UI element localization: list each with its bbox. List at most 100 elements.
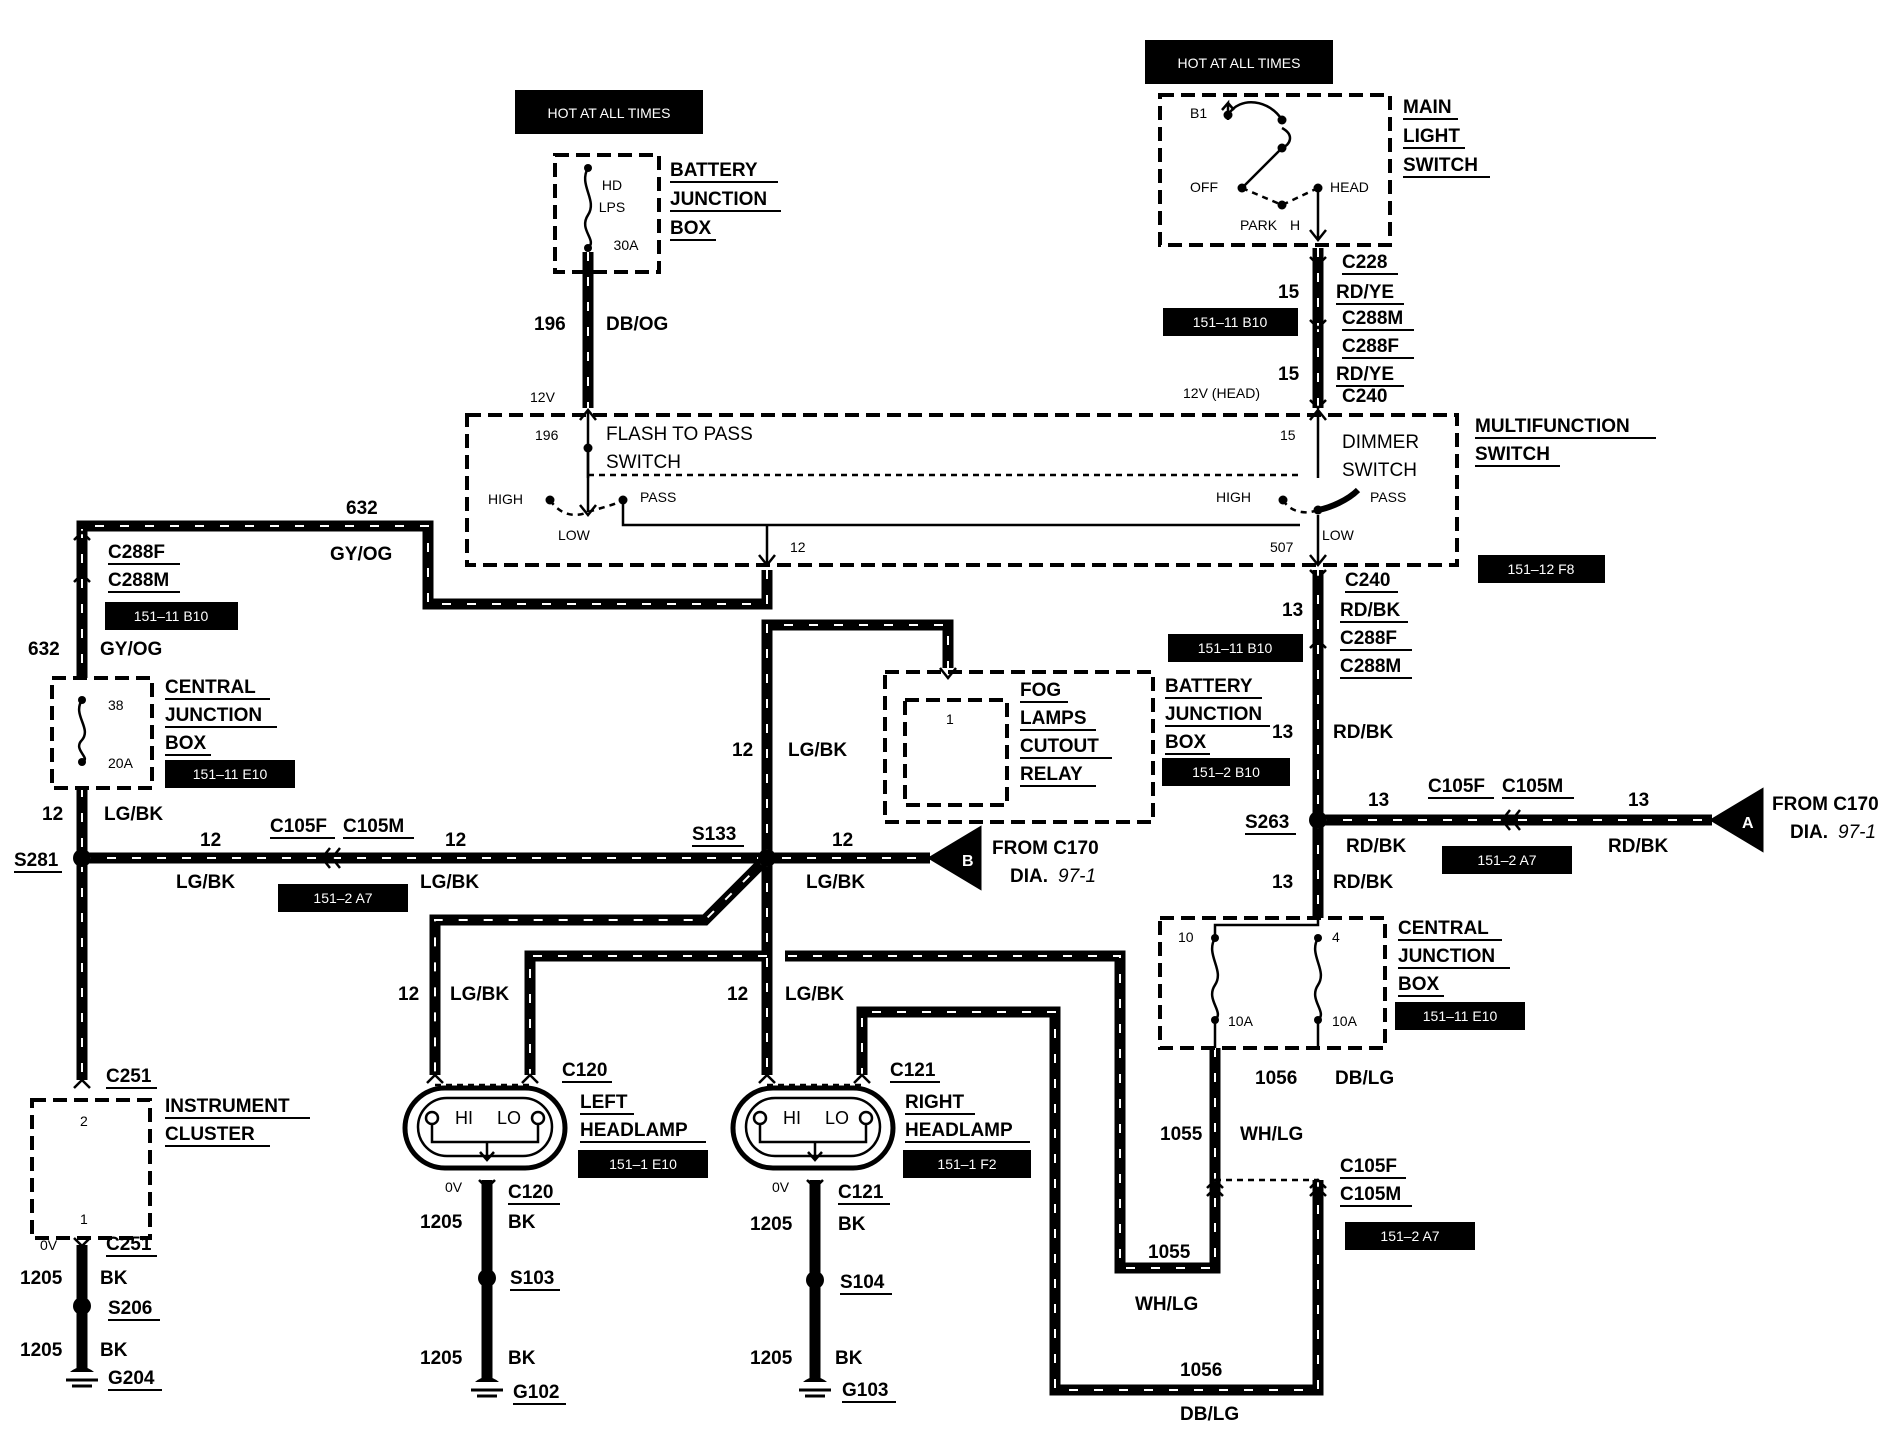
flash-to-pass-switch: 196 FLASH TO PASS SWITCH HIGH PASS LOW 1… [488,407,1300,568]
color-rd-bk-c: RD/BK [1346,836,1406,857]
wire-12-left-hl [429,854,771,1075]
fuse-20a: 38 20A [77,696,134,771]
label-line: BOX [670,218,712,239]
color-bk-c: BK [508,1212,536,1233]
wire-stripes [81,248,1712,1391]
offpage-a-line2: DIA. [1790,822,1828,843]
offpage-a-num: 97-1 [1838,822,1876,843]
color-gy-og-left: GY/OG [100,639,162,660]
splice-s104-dot [806,1271,824,1289]
color-db-lg-b: DB/LG [1180,1404,1239,1425]
circuit-632-top: 632 [346,498,378,519]
hot-label-right-text: HOT AT ALL TIMES [1178,55,1301,71]
color-db-lg-a: DB/LG [1335,1068,1394,1089]
circuit-1205-d: 1205 [420,1348,463,1369]
ref-cjb-right-text: 151–11 E10 [1423,1008,1498,1024]
cjb-left-pin: 38 [108,697,124,713]
color-bk-e: BK [838,1214,866,1235]
circuit-1055-a: 1055 [1160,1124,1203,1145]
dimmer-title-1: DIMMER [1342,432,1419,453]
color-bk-a: BK [100,1268,128,1289]
main-light-switch-label: MAIN LIGHT SWITCH [1403,97,1490,178]
voltage-12v-head: 12V (HEAD) [1183,385,1260,401]
ref-c105-left-text: 151–2 A7 [313,890,372,906]
battery-jb-right-label: BATTERY JUNCTION BOX 151–2 B10 [1162,676,1290,786]
conn-c120-top: C120 [562,1060,607,1081]
connector-c288-left: C288F C288M [73,530,180,593]
flash-low: LOW [558,527,591,543]
offpage-b-line2: DIA. [1010,866,1048,887]
dimmer-title-2: SWITCH [1342,460,1417,481]
flash-title-1: FLASH TO PASS [606,424,753,445]
ref-c228: 151–11 B10 [1163,308,1298,336]
cluster-pin-top: 2 [80,1113,88,1129]
voltage-12v: 12V [530,389,556,405]
connector-c105-bottom: C105F C105M [1206,1156,1412,1207]
dimmer-switch: 15 DIMMER SWITCH HIGH PASS LOW 507 [1216,407,1419,568]
conn-c251-top: C251 [106,1066,152,1087]
wire-12-left-lo [524,950,767,1075]
offpage-a-letter: A [1742,815,1754,832]
circuit-1205-f: 1205 [750,1348,793,1369]
color-rd-bk-a: RD/BK [1340,600,1400,621]
instrument-cluster-box [30,1098,152,1240]
voltage-0v-cluster: 0V [40,1237,58,1253]
cjb-right-pin-left: 10 [1178,929,1194,945]
ref-bjb-right-text: 151–2 B10 [1192,764,1260,780]
label-line: JUNCTION [165,705,262,726]
fog-relay-pin: 1 [946,711,954,727]
instrument-cluster-label: INSTRUMENT CLUSTER [165,1096,310,1147]
cjb-left-fuse: 20A [108,755,134,771]
circuit-1205-e: 1205 [750,1214,793,1235]
ground-g204-icon [66,1367,98,1388]
ref-multifunction: 151–12 F8 [1478,555,1605,583]
circuit-1205-a: 1205 [20,1268,63,1289]
offpage-a: A FROM C170 DIA. 97-1 [1709,787,1879,853]
dimmer-high: HIGH [1216,489,1251,505]
color-lg-bk-a: LG/BK [104,804,163,825]
central-jb-right-label: CENTRAL JUNCTION BOX 151–11 E10 [1395,918,1525,1030]
central-jb-left-label: CENTRAL JUNCTION BOX 151–11 E10 [165,677,295,788]
flash-high: HIGH [488,491,523,507]
conn-c105f-left: C105F [270,816,327,837]
right-hl-hi: HI [783,1108,801,1128]
label-line: BATTERY [670,160,758,181]
cluster-pin-bottom: 1 [80,1211,88,1227]
ref-c105-top-right: 151–2 A7 [1442,846,1572,874]
wire-stripe [529,955,767,1075]
fuse-line-1: HD [602,177,622,193]
splice-s263: S263 [1245,812,1289,833]
splice-s133: S133 [692,824,736,845]
label-line: MAIN [1403,97,1452,118]
flash-out-12: 12 [790,539,806,555]
switch-b1: B1 [1190,105,1207,121]
splice-s103-dot [478,1269,496,1287]
conn-c121-top: C121 [890,1060,936,1081]
wire-stripe [81,525,768,675]
color-wh-lg-a: WH/LG [1240,1124,1303,1145]
label-line: BATTERY [1165,676,1253,697]
circuit-13-e: 13 [1272,872,1293,893]
left-headlamp-label: LEFT HEADLAMP 151–1 E10 [578,1092,708,1178]
fuses-10a: 10 4 10A 10A [1178,918,1358,1048]
c251-top-arrow [73,1078,91,1089]
ground-g102-icon [471,1377,503,1398]
c121-bottom-arrow [806,1179,824,1190]
label-line: HEADLAMP [905,1120,1013,1141]
fog-relay-arrow [939,667,957,681]
battery-jb-top-label: BATTERY JUNCTION BOX [670,160,781,241]
wire-stripe [434,857,768,1075]
label-line: BOX [1398,974,1440,995]
conn-c240-bottom: C240 [1345,570,1390,591]
conn-c288m-right: C288M [1340,656,1401,677]
label-line: JUNCTION [1398,946,1495,967]
splice-s133-dot [758,849,776,867]
conn-c105m-left: C105M [343,816,404,837]
connector-c105-right: C105F C105M [1428,776,1574,831]
cjb-right-fuse-left: 10A [1228,1013,1254,1029]
conn-c251-bottom: C251 [106,1234,152,1255]
circuit-12-c: 12 [445,830,466,851]
label-line: LEFT [580,1092,628,1113]
ref-fog-top: 151–11 B10 [1168,634,1303,662]
